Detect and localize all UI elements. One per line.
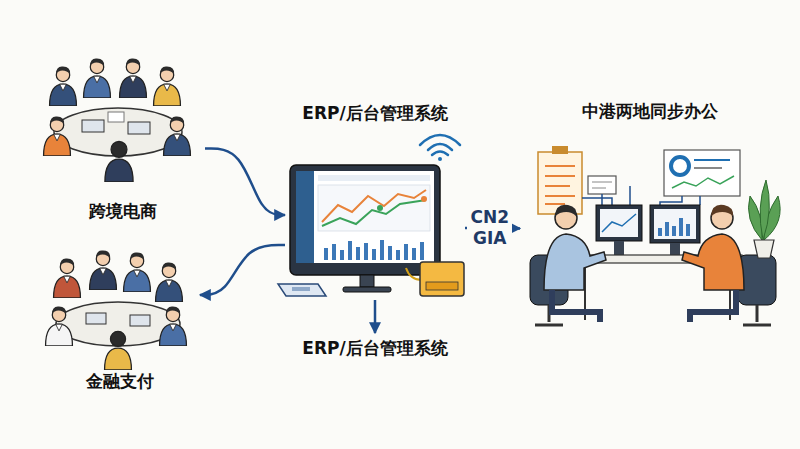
connector-arrow [205,149,285,216]
meeting-illustration [46,250,187,370]
connector-arrow [374,300,377,333]
node-text: 中港两地同步办公 [578,98,722,125]
node-text: 跨境电商 [85,198,161,225]
node-text: ERP/后台管理系统 [298,335,451,362]
office-illustration [530,146,780,325]
node-text: ERP/后台管理系统 [298,100,451,127]
computer-illustration [278,135,464,296]
system-box: ERP/后台管理系统 [285,100,465,300]
node-text: 金融支付 [82,368,158,395]
system-label-box: ERP/后台管理系统 [292,333,457,363]
group-box: 金融支付 [40,250,200,395]
office-box: 中港两地同步办公 [520,98,780,333]
connector-arrow [465,227,520,230]
connector-arrow [200,245,285,295]
connector-label: CN2 GIA [467,206,512,251]
group-box: 跨境电商 [40,55,205,225]
meeting-illustration [44,58,191,182]
